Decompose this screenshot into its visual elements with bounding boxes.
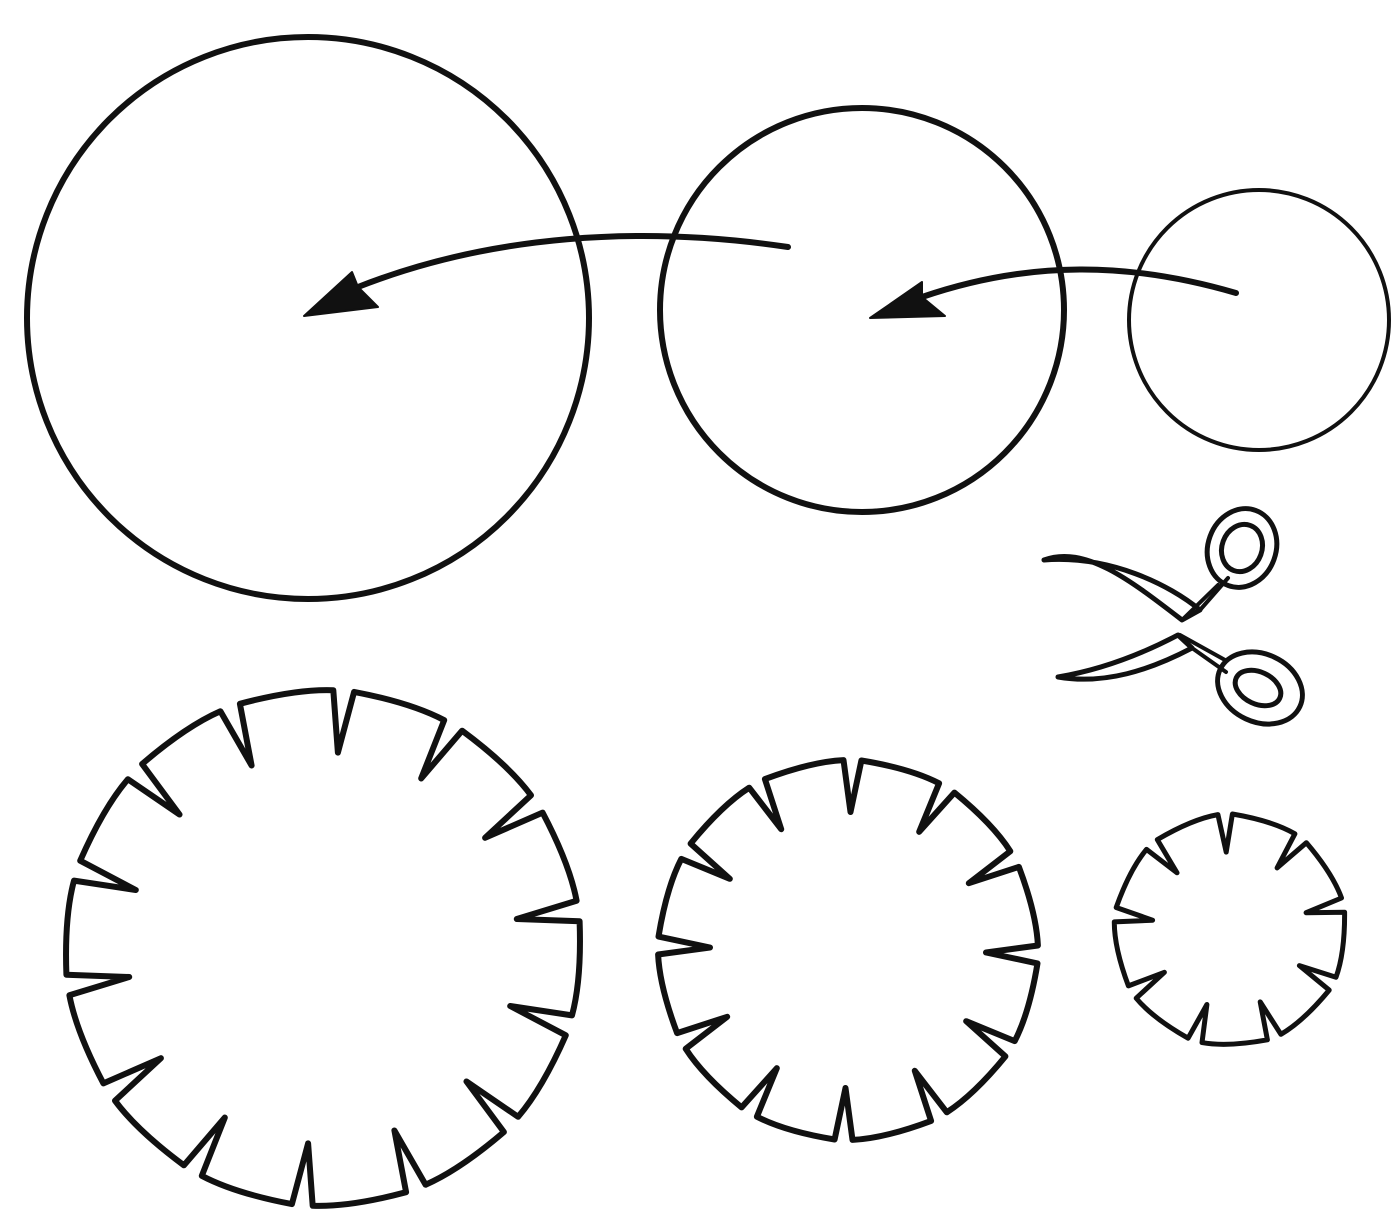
arrow-shaft: [922, 269, 1236, 297]
large-paper-circle: [27, 37, 589, 599]
small-paper-circle: [1129, 190, 1389, 450]
circles-row: [27, 37, 1389, 599]
notched-circles-row: [66, 690, 1345, 1206]
scissors-icon: [1044, 499, 1314, 738]
arrow-medium-to-large: [304, 236, 788, 316]
large-notched-circle: [66, 690, 580, 1206]
arrow-small-to-medium: [870, 269, 1236, 318]
medium-paper-circle: [660, 108, 1064, 512]
medium-notched-circle: [658, 760, 1038, 1140]
stack-arrows: [304, 236, 1236, 318]
arrow-head-icon: [870, 282, 945, 318]
arrow-head-icon: [304, 272, 378, 316]
small-notched-circle: [1114, 814, 1344, 1044]
arrow-shaft: [358, 236, 788, 287]
